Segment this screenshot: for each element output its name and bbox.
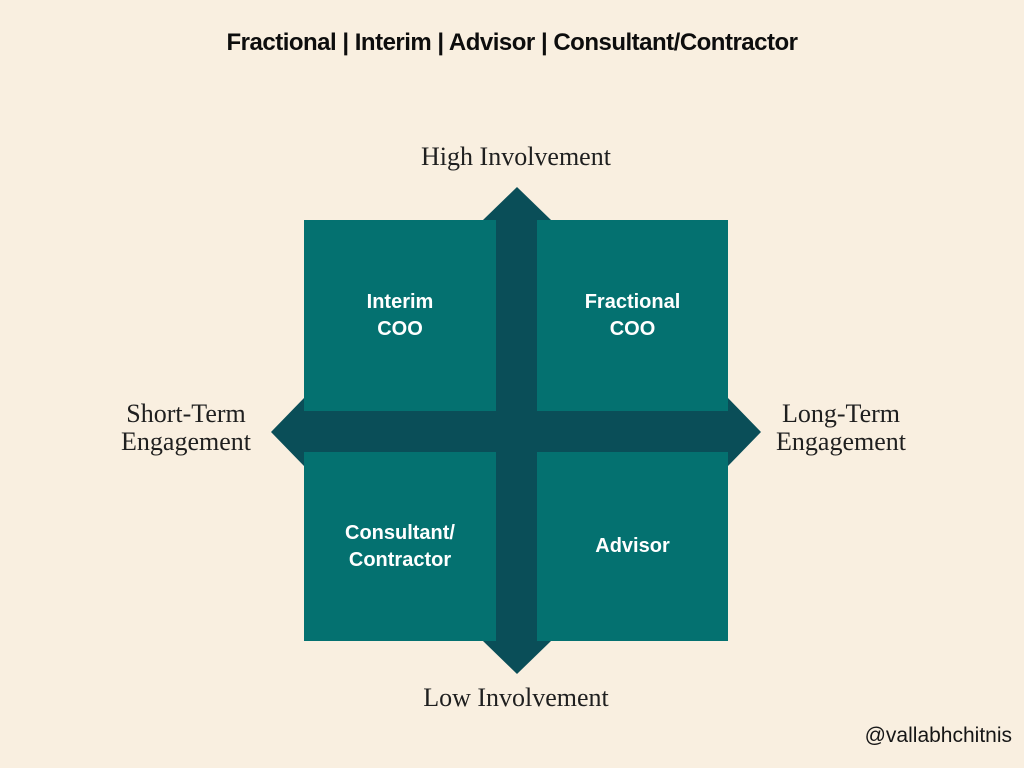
quadrant-label-line: Contractor bbox=[348, 548, 452, 571]
arrow-left-icon bbox=[271, 398, 304, 466]
arrow-down-icon bbox=[483, 641, 551, 674]
quadrant-label-line: Advisor bbox=[595, 535, 670, 557]
quadrant-fractional-coo: Fractional COO bbox=[537, 220, 728, 411]
watermark-handle: @vallabhchitnis bbox=[864, 724, 1012, 747]
axis-label-line: Long-Term bbox=[781, 399, 901, 428]
quadrant-consultant-contractor: Consultant/ Contractor bbox=[304, 452, 496, 641]
diagram-title: Fractional | Interim | Advisor | Consult… bbox=[226, 29, 798, 56]
arrow-right-icon bbox=[728, 398, 761, 466]
axis-label-line: Short-Term bbox=[126, 399, 246, 428]
axis-label-line: Engagement bbox=[121, 427, 251, 456]
axis-label-low-involvement: Low Involvement bbox=[423, 683, 609, 712]
axis-label-short-term-engagement: Short-Term Engagement bbox=[93, 400, 279, 456]
axis-label-high-involvement: High Involvement bbox=[421, 142, 611, 171]
quadrant-label-line: Fractional bbox=[584, 290, 681, 313]
arrow-up-icon bbox=[483, 187, 551, 220]
quadrant-advisor: Advisor bbox=[537, 452, 728, 641]
axis-label-long-term-engagement: Long-Term Engagement bbox=[748, 400, 934, 456]
quadrant-label-line: Consultant/ bbox=[345, 521, 455, 544]
quadrant-label-line: COO bbox=[609, 317, 656, 340]
axis-label-line: Engagement bbox=[776, 427, 906, 456]
quadrant-label-line: COO bbox=[377, 317, 423, 340]
quadrant-interim-coo: Interim COO bbox=[304, 220, 496, 411]
horizontal-axis-bar bbox=[304, 411, 728, 452]
quadrant-label-line: Interim bbox=[366, 290, 434, 313]
